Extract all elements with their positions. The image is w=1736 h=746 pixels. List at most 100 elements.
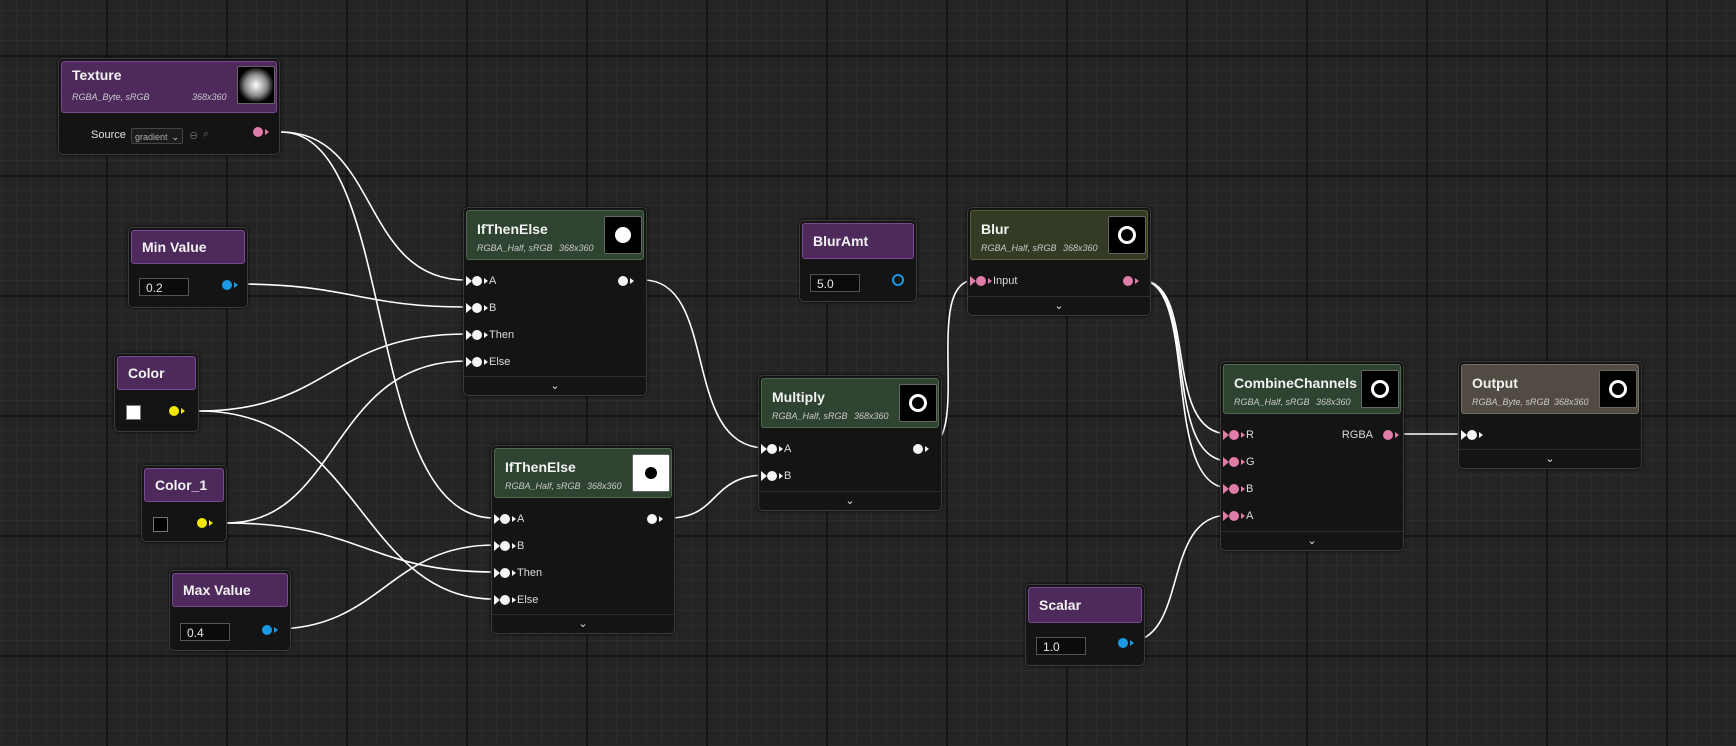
- input-pin-row[interactable]: Else: [466, 352, 510, 372]
- expand-chevron-icon[interactable]: ⌄: [464, 376, 646, 395]
- color-1-node[interactable]: Color_1: [141, 465, 227, 542]
- node-resolution: 368x360: [587, 481, 622, 491]
- ifthenelse-node-2[interactable]: IfThenElse RGBA_Half, sRGB 368x360 A B T…: [491, 445, 675, 634]
- input-pin-row[interactable]: B: [494, 536, 524, 556]
- node-title: Output: [1472, 375, 1518, 391]
- input-pin[interactable]: [1229, 430, 1245, 440]
- wire-maxvalue-to-ite2-b: [274, 544, 495, 630]
- input-pin[interactable]: [500, 568, 516, 578]
- expand-chevron-icon[interactable]: ⌄: [968, 296, 1150, 315]
- min-value-node[interactable]: Min Value 0.2: [128, 227, 248, 308]
- input-pin[interactable]: [1229, 511, 1245, 521]
- pin-label: Then: [489, 329, 515, 341]
- expand-chevron-icon[interactable]: ⌄: [1221, 531, 1403, 550]
- input-pin[interactable]: [472, 357, 488, 367]
- input-pin-row[interactable]: Else: [494, 590, 538, 610]
- scalar-node[interactable]: Scalar 1.0: [1025, 584, 1145, 666]
- input-pin-row[interactable]: [1461, 425, 1483, 445]
- input-pin[interactable]: [1229, 484, 1245, 494]
- color-node-header[interactable]: Color: [117, 356, 196, 390]
- input-pin[interactable]: [472, 303, 488, 313]
- ifthenelse-node-header[interactable]: IfThenElse RGBA_Half, sRGB 368x360: [494, 448, 672, 498]
- input-pin[interactable]: [500, 541, 516, 551]
- output-node[interactable]: Output RGBA_Byte, sRGB 368x360 ⌄: [1458, 361, 1642, 469]
- input-pin-row[interactable]: A: [761, 439, 791, 459]
- wire-blur-to-combine-g: [1139, 279, 1230, 462]
- texture-node[interactable]: Texture RGBA_Byte, sRGB 368x360 Source g…: [58, 58, 280, 155]
- input-pin-row[interactable]: B: [466, 298, 496, 318]
- blur-node-header[interactable]: Blur RGBA_Half, sRGB 368x360: [970, 210, 1148, 260]
- combinechannels-node-header[interactable]: CombineChannels RGBA_Half, sRGB 368x360: [1223, 364, 1401, 414]
- output-pin-float[interactable]: [222, 280, 238, 290]
- bluramt-node[interactable]: BlurAmt 5.0: [799, 220, 917, 302]
- output-pin[interactable]: [618, 276, 634, 286]
- ifthenelse-node-1[interactable]: IfThenElse RGBA_Half, sRGB 368x360 A B T…: [463, 207, 647, 396]
- color-node[interactable]: Color: [114, 353, 199, 432]
- black-dot-thumbnail-icon: [632, 454, 670, 492]
- input-pin[interactable]: [1467, 430, 1483, 440]
- output-pin-row[interactable]: RGBA: [1342, 425, 1399, 445]
- ring-thumbnail-icon: [899, 384, 937, 422]
- color-1-node-header[interactable]: Color_1: [144, 468, 224, 502]
- input-pin-row[interactable]: B: [1223, 479, 1253, 499]
- input-pin-row[interactable]: A: [494, 509, 524, 529]
- input-pin[interactable]: [767, 444, 783, 454]
- wire-ite1-to-multiply-a: [642, 279, 767, 449]
- input-pin[interactable]: [767, 471, 783, 481]
- output-pin[interactable]: [1123, 276, 1139, 286]
- scalar-node-header[interactable]: Scalar: [1028, 587, 1142, 623]
- input-pin-row[interactable]: R: [1223, 425, 1254, 445]
- ring-thumbnail-icon: [1361, 370, 1399, 408]
- max-value-node[interactable]: Max Value 0.4: [169, 570, 291, 651]
- input-pin[interactable]: [472, 276, 488, 286]
- color-swatch[interactable]: [126, 405, 141, 420]
- value-field[interactable]: 1.0: [1036, 637, 1086, 655]
- input-pin[interactable]: [500, 514, 516, 524]
- node-title: IfThenElse: [505, 459, 576, 475]
- input-pin-row[interactable]: A: [466, 271, 496, 291]
- input-pin-row[interactable]: B: [761, 466, 791, 486]
- output-pin-color[interactable]: [197, 518, 213, 528]
- value-field[interactable]: 5.0: [810, 274, 860, 292]
- input-pin-row[interactable]: Input: [970, 271, 1017, 291]
- node-title: BlurAmt: [813, 233, 869, 249]
- output-pin-float[interactable]: [1118, 638, 1134, 648]
- output-pin[interactable]: [647, 514, 663, 524]
- multiply-node-header[interactable]: Multiply RGBA_Half, sRGB 368x360: [761, 378, 939, 428]
- value-field[interactable]: 0.2: [139, 278, 189, 296]
- input-pin-row[interactable]: Then: [494, 563, 542, 583]
- color-swatch[interactable]: [153, 517, 168, 532]
- output-pin[interactable]: [1383, 430, 1399, 440]
- expand-chevron-icon[interactable]: ⌄: [492, 614, 674, 633]
- input-pin[interactable]: [976, 276, 992, 286]
- combinechannels-node[interactable]: CombineChannels RGBA_Half, sRGB 368x360 …: [1220, 361, 1404, 551]
- refresh-icon[interactable]: ⊖: [189, 130, 199, 142]
- multiply-node[interactable]: Multiply RGBA_Half, sRGB 368x360 A B ⌄: [758, 375, 942, 511]
- input-pin-row[interactable]: G: [1223, 452, 1255, 472]
- texture-node-header[interactable]: Texture RGBA_Byte, sRGB 368x360: [61, 61, 277, 113]
- output-pin[interactable]: [913, 444, 929, 454]
- output-pin-image[interactable]: [253, 127, 269, 137]
- output-pin-float[interactable]: [262, 625, 278, 635]
- output-pin-color[interactable]: [169, 406, 185, 416]
- blur-node[interactable]: Blur RGBA_Half, sRGB 368x360 Input ⌄: [967, 207, 1151, 316]
- search-icon[interactable]: ⌕: [203, 128, 210, 140]
- input-pin-row[interactable]: A: [1223, 506, 1253, 526]
- input-pin[interactable]: [472, 330, 488, 340]
- ifthenelse-node-header[interactable]: IfThenElse RGBA_Half, sRGB 368x360: [466, 210, 644, 260]
- output-node-header[interactable]: Output RGBA_Byte, sRGB 368x360: [1461, 364, 1639, 414]
- max-value-node-header[interactable]: Max Value: [172, 573, 288, 607]
- node-title: Scalar: [1039, 597, 1082, 613]
- bluramt-node-header[interactable]: BlurAmt: [802, 223, 914, 259]
- expand-chevron-icon[interactable]: ⌄: [1459, 449, 1641, 468]
- min-value-node-header[interactable]: Min Value: [131, 230, 245, 264]
- source-dropdown[interactable]: gradient ⌄: [131, 128, 183, 144]
- value-field[interactable]: 0.4: [180, 623, 230, 641]
- pin-label: B: [1246, 483, 1254, 495]
- input-pin[interactable]: [1229, 457, 1245, 467]
- input-pin[interactable]: [500, 595, 516, 605]
- input-pin-float[interactable]: [892, 274, 904, 286]
- input-pin-row[interactable]: Then: [466, 325, 514, 345]
- expand-chevron-icon[interactable]: ⌄: [759, 491, 941, 510]
- wire-color-to-ite1-then: [198, 333, 467, 412]
